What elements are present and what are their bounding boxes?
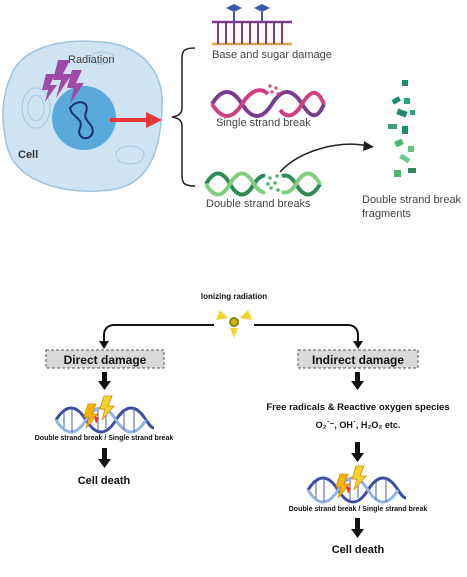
dna-fragments-icon — [388, 80, 416, 177]
indirect-damage-label: Indirect damage — [312, 353, 404, 367]
direct-down-arrow-2-icon — [98, 448, 111, 468]
single-strand-break-label: Single strand break — [216, 117, 311, 129]
dsb-fragments-label-2: fragments — [362, 208, 411, 220]
indirect-down-arrow-icon — [351, 372, 364, 390]
dsb-fragments-label-1: Double strand break — [362, 194, 462, 206]
base-sugar-damage-dna-icon — [212, 4, 292, 46]
direct-damage-box — [45, 349, 165, 369]
red-arrow-icon — [110, 112, 162, 128]
direct-dna-helix-icon — [54, 395, 155, 434]
radiation-bolts-icon — [42, 60, 84, 104]
curved-arrow-icon — [279, 141, 374, 173]
direct-dna-label: Double strand break / Single strand brea… — [35, 435, 174, 442]
radiation-hazard-icon — [216, 310, 252, 338]
brace — [171, 47, 196, 187]
direct-cell-death-label: Cell death — [78, 475, 131, 487]
direct-damage-label: Direct damage — [64, 353, 147, 367]
indirect-dna-helix-icon — [306, 465, 407, 504]
free-radicals-label: Free radicals & Reactive oxygen species — [266, 402, 449, 413]
cell-label: Cell — [18, 149, 38, 161]
ros-list-label: O₂˙⁻, OH˙, H₂O₂ etc. — [316, 420, 401, 430]
indirect-down-arrow-2-icon — [351, 442, 364, 462]
indirect-dna-label: Double strand break / Single strand brea… — [289, 506, 428, 513]
double-strand-breaks-label: Double strand breaks — [206, 198, 311, 210]
radiation-label: Radiation — [68, 54, 114, 66]
left-branch-arrow-icon — [99, 324, 214, 349]
double-strand-breaks-dna-icon — [204, 171, 322, 197]
indirect-damage-box — [297, 349, 419, 369]
direct-down-arrow-icon — [98, 372, 111, 390]
nucleus — [52, 86, 116, 150]
indirect-cell-death-label: Cell death — [332, 544, 385, 556]
ionizing-radiation-label: Ionizing radiation — [201, 292, 267, 301]
indirect-down-arrow-3-icon — [351, 518, 364, 538]
cell-illustration — [2, 40, 163, 192]
single-strand-break-dna-icon — [210, 84, 326, 118]
base-sugar-damage-label: Base and sugar damage — [212, 49, 332, 61]
right-branch-arrow-icon — [254, 324, 363, 349]
